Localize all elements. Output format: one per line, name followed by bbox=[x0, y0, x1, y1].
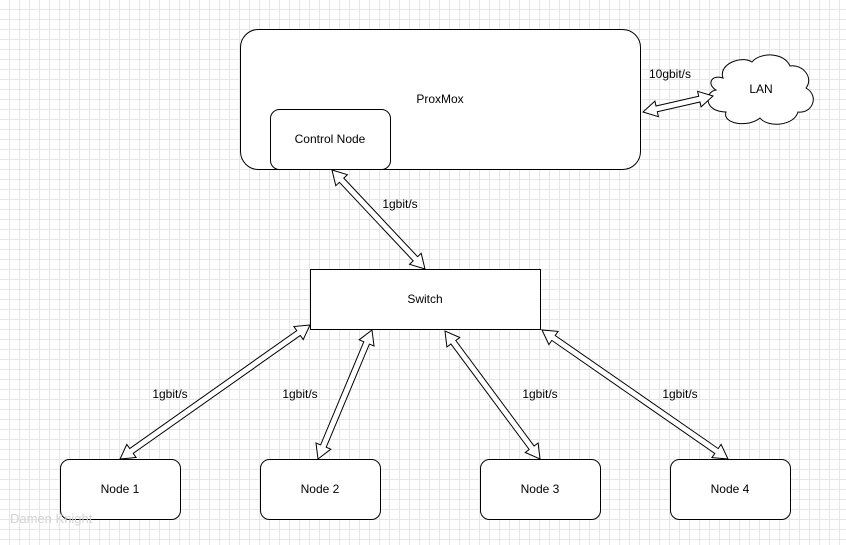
node3-label: Node 3 bbox=[521, 482, 560, 496]
node1-label: Node 1 bbox=[101, 482, 140, 496]
lan-label: LAN bbox=[749, 82, 772, 96]
node1-box[interactable] bbox=[60, 459, 181, 520]
link-switch-node1-arrow bbox=[119, 324, 311, 460]
link-switch-node2-arrow bbox=[315, 329, 375, 460]
proxmox-label: ProxMox bbox=[416, 92, 463, 106]
node4-box[interactable] bbox=[670, 459, 791, 520]
node2-box[interactable] bbox=[260, 459, 381, 520]
edge-label-switch-node4: 1gbit/s bbox=[662, 387, 697, 401]
switch-label: Switch bbox=[407, 292, 442, 306]
control-node-label: Control Node bbox=[295, 132, 366, 146]
watermark: Damen Knight bbox=[10, 511, 93, 526]
control-node-box[interactable] bbox=[270, 109, 391, 170]
edge-label-switch-node3: 1gbit/s bbox=[522, 387, 557, 401]
edge-label-control-switch: 1gbit/s bbox=[382, 197, 417, 211]
link-switch-node4-arrow bbox=[541, 329, 729, 460]
edge-label-switch-node1: 1gbit/s bbox=[152, 387, 187, 401]
edge-label-switch-node2: 1gbit/s bbox=[282, 387, 317, 401]
node4-label: Node 4 bbox=[711, 482, 750, 496]
edge-label-proxmox-lan: 10gbit/s bbox=[649, 67, 691, 81]
link-proxmox-lan-arrow bbox=[642, 90, 714, 118]
link-switch-node3-arrow bbox=[444, 330, 541, 460]
link-control-switch-arrow bbox=[331, 169, 426, 270]
node2-label: Node 2 bbox=[301, 482, 340, 496]
